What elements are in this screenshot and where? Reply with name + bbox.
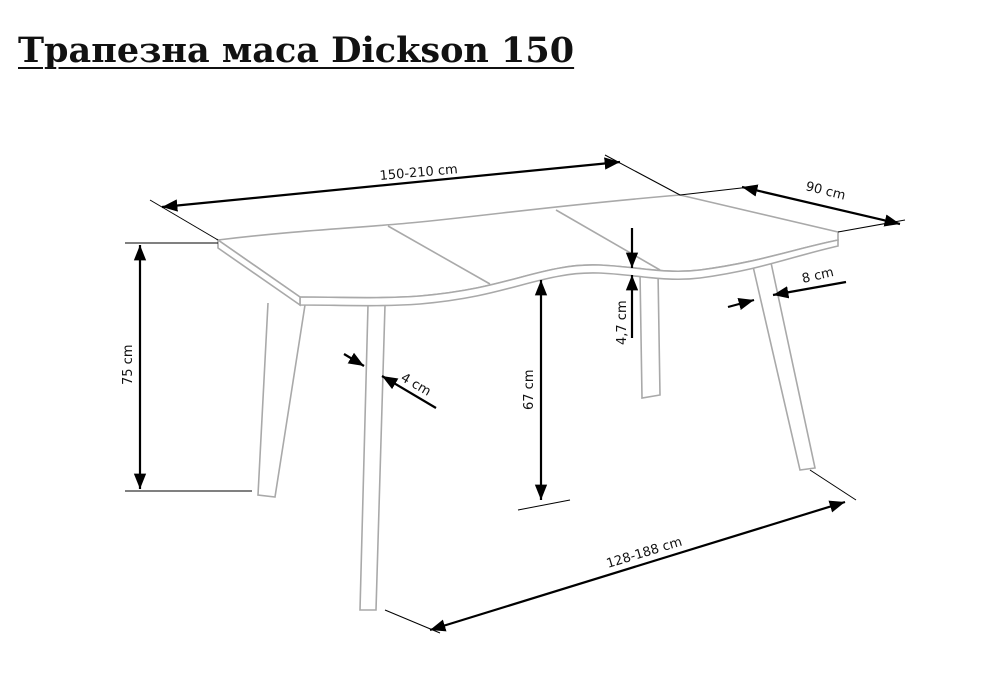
leg-width-arrow-b [772,280,847,299]
leg-span-dimension [429,500,846,632]
leg-width-label: 8 cm [801,265,836,287]
leg-right [751,257,816,471]
extension-seam-right [555,209,661,271]
leg-width-arrow-a [727,298,755,310]
leg-thickness-arrow-a [343,352,365,367]
leg-thickness-arrow-b [381,375,437,409]
clearance-label: 67 cm [522,370,537,411]
page-title: Трапезна маса Dickson 150 [18,30,575,71]
leg-front-left [257,302,306,498]
width-dimension [741,184,901,227]
table-top-front-face [299,239,839,307]
leg-span-label: 128-188 cm [605,535,684,572]
length-label: 150-210 cm [379,162,458,184]
length-dimension [161,157,621,212]
thickness-label: 4,7 cm [615,300,630,345]
extension-seam-left [387,225,491,285]
leg-front-middle [359,304,386,611]
width-label: 90 cm [804,179,847,203]
leg-back-middle [639,271,661,399]
table-legs [257,257,816,611]
table-top-side-face [217,238,301,307]
table-top [215,194,839,307]
height-label: 75 cm [121,345,136,386]
